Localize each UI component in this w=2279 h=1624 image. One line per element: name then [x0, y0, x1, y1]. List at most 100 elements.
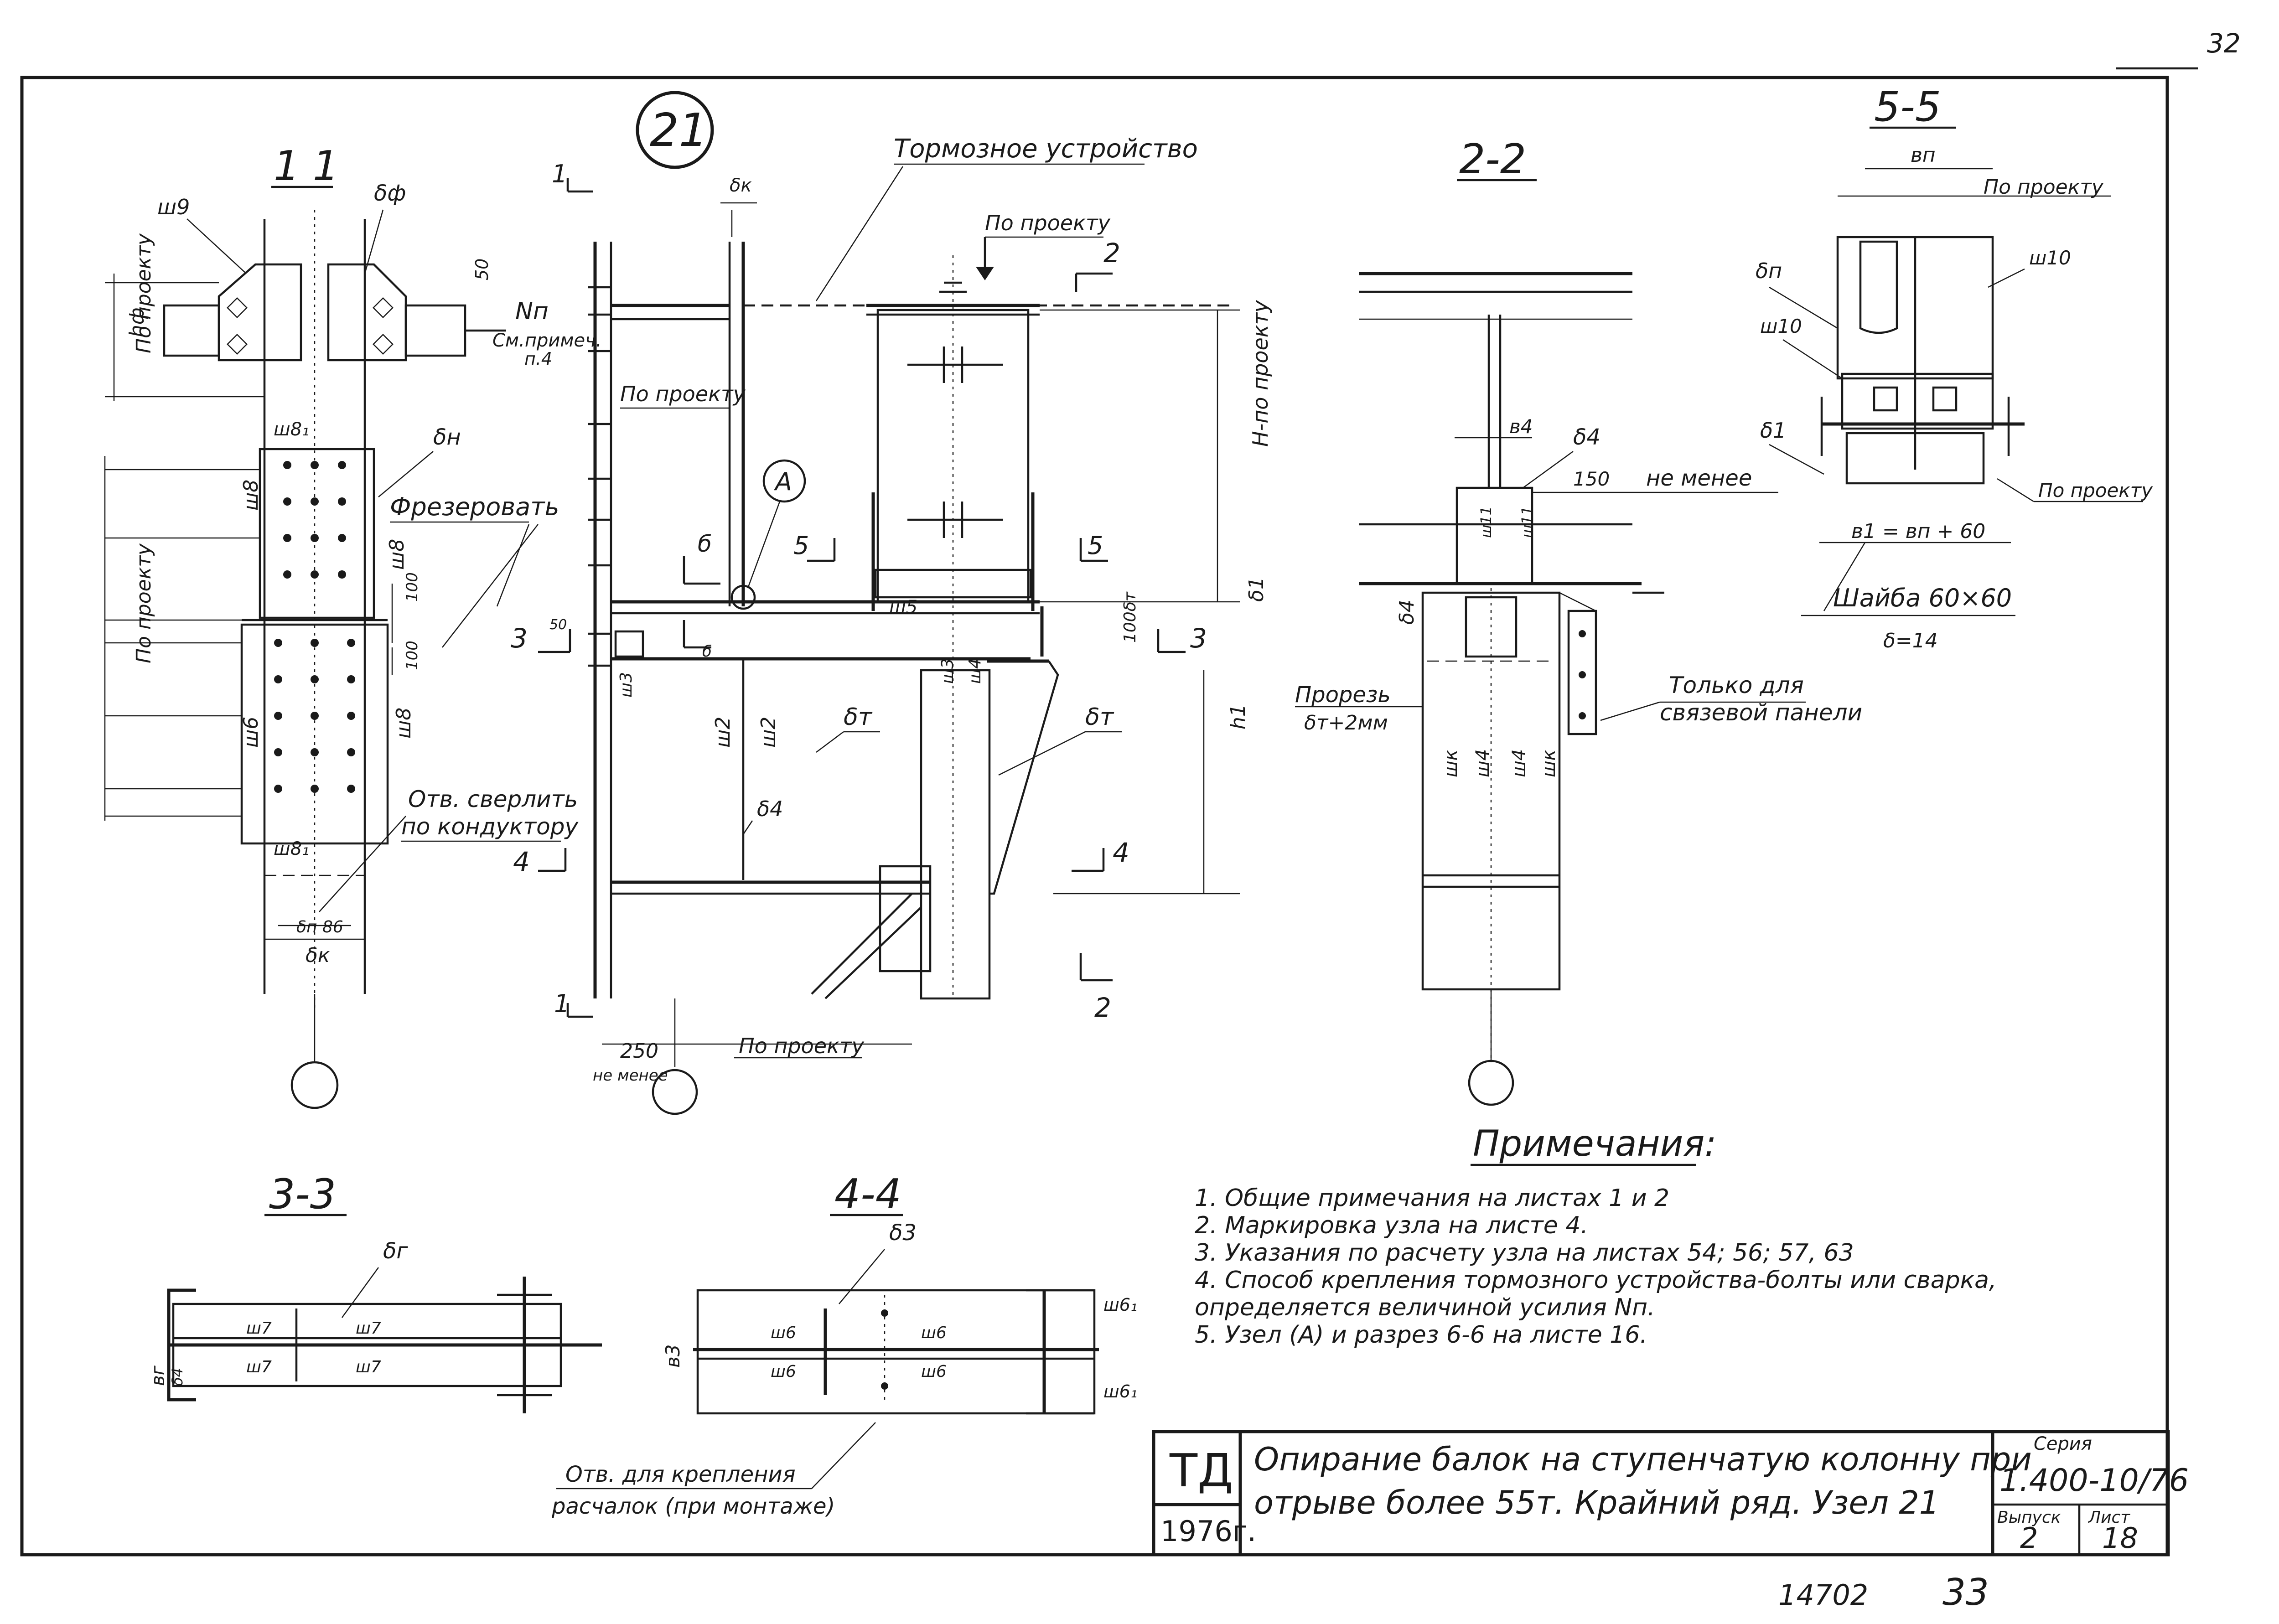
label-sm-primech: См.примеч. [492, 330, 602, 351]
series-value: 1.400-10/76 [1999, 1463, 2189, 1499]
label-sh7-b: ш7 [356, 1319, 381, 1338]
section-5-5-title: 5-5 [1874, 83, 1941, 131]
bolt-grid-upper [283, 461, 346, 579]
label-ne-menee: не менее [1646, 465, 1752, 491]
label-d1-55: δ1 [1760, 418, 1786, 443]
sheet-value: 18 [2102, 1521, 2138, 1555]
node-circle [636, 91, 714, 169]
label-sh6-1-b: ш6₁ [1103, 1381, 1137, 1402]
label-sh6-b: ш6 [921, 1324, 947, 1342]
section-3-3-title: 3-3 [269, 1170, 336, 1218]
label-sh10-a: ш10 [2029, 247, 2071, 269]
label-sh2-b: ш2 [757, 717, 780, 748]
label-po-proektu-55b: По проекту [2038, 479, 2153, 502]
label-tolko-dlya: Только для [1669, 672, 1804, 698]
label-sh7-c: ш7 [246, 1358, 272, 1376]
label-100-b: 100 [403, 641, 421, 670]
label-h-po-proektu: Н-по проекту [1248, 300, 1273, 447]
label-sh6: ш6 [239, 717, 263, 748]
label-svyaz-panel: связевой панели [1660, 699, 1862, 726]
title-block: ТД 1976г. Опирание балок на ступенчатую … [1152, 1430, 2189, 1557]
note-5: 5. Узел (А) и разрез 6-6 на листе 16. [1195, 1321, 1647, 1349]
label-5-right: 5 [1088, 531, 1103, 560]
label-50: 50 [472, 259, 492, 280]
label-otv-dlya: Отв. для крепления [565, 1462, 796, 1487]
label-2-bottom: 2 [1094, 992, 1111, 1023]
section-4-4: 4-4 δ3 ш6 ш6 ш6 ш6 в3 ш6₁ ш6₁ Отв. для к… [551, 1170, 1137, 1519]
title-line-2: отрыве более 55т. Крайний ряд. Узел 21 [1254, 1484, 1939, 1521]
label-hf: hф [125, 307, 149, 337]
label-sh8-left: ш8 [239, 480, 263, 511]
label-po-proektu-v1: По проекту [132, 233, 155, 353]
label-sh2-a: ш2 [711, 717, 735, 748]
label-sh1: ш3 [617, 672, 636, 698]
title-code: ТД [1169, 1444, 1233, 1497]
issue-label: Выпуск [1997, 1508, 2061, 1527]
footer-inv: 14702 [1778, 1578, 1868, 1612]
label-raschalok: расчалок (при монтаже) [551, 1494, 835, 1519]
label-po-proektu-elev: По проекту [620, 382, 746, 406]
label-b1-formula: в1 = вп + 60 [1851, 520, 1985, 543]
note-4: 4. Способ крепления тормозного устройств… [1195, 1267, 1996, 1294]
label-ne-menee-small: не менее [593, 1066, 668, 1085]
detail-a-marker [762, 459, 806, 503]
bolt-grid-lower [274, 639, 355, 793]
label-sh9: ш9 [157, 195, 190, 219]
label-150: 150 [1573, 468, 1610, 490]
label-3-left: 3 [511, 623, 528, 654]
label-sh8-right: ш8 [385, 539, 409, 570]
label-frezerovat: Фрезеровать [390, 492, 559, 521]
label-h1: h1 [1227, 704, 1250, 729]
label-df: δф [374, 181, 406, 206]
label-250: 250 [620, 1040, 658, 1063]
section-2-2-title: 2-2 [1459, 135, 1526, 183]
label-sh10-b: ш10 [1760, 315, 1802, 337]
label-mark-a: А [774, 467, 792, 496]
note-4b: определяется величиной усилия Nп. [1195, 1294, 1655, 1321]
label-po-proektu-top: По проекту [985, 211, 1111, 235]
label-sh6-c: ш6 [771, 1362, 796, 1381]
label-dn: δн [433, 424, 461, 450]
label-2-top: 2 [1103, 238, 1120, 269]
section-4-4-title: 4-4 [834, 1170, 901, 1218]
label-d3: δ3 [889, 1220, 917, 1246]
node-number: 21 [650, 103, 708, 157]
label-dt-2: δт [1085, 703, 1114, 731]
label-6-top: б [698, 531, 712, 557]
label-dk-2: δк [730, 175, 752, 196]
label-shaiba: Шайба 60×60 [1833, 584, 2012, 612]
label-5-left: 5 [793, 531, 809, 560]
label-dp-55: δп [1756, 259, 1782, 283]
label-sh6-a: ш6 [771, 1324, 796, 1342]
label-delta1-elev: δ1 [1245, 577, 1268, 602]
page-number: 32 [2207, 28, 2241, 59]
label-sh4: ш4 [966, 658, 984, 684]
label-np: Nп [515, 298, 549, 325]
label-100-a: 100 [403, 572, 421, 602]
notes-block: Примечания: 1. Общие примечания на листа… [1195, 1123, 1996, 1349]
label-50-step: 50 [549, 617, 567, 633]
label-4-right: 4 [1113, 837, 1129, 868]
sheet-label: Лист [2087, 1508, 2130, 1527]
footer-page: 33 [1942, 1571, 1989, 1614]
label-d4-33: δ4 [169, 1368, 186, 1386]
section-2-2: 2-2 ш11 ш11 шк ш4 ш4 шк Только для связе… [1295, 135, 1862, 1106]
label-sh7-a: ш7 [246, 1319, 272, 1338]
label-otv-sverlit: Отв. сверлить [408, 786, 578, 812]
label-sh4-a: ш4 [1472, 749, 1493, 777]
label-b3: в3 [662, 1345, 684, 1368]
title-line-1: Опирание балок на ступенчатую колонну пр… [1254, 1441, 2032, 1478]
label-sh6-d: ш6 [921, 1362, 947, 1381]
label-po-konduktoru: по кондуктору [401, 813, 579, 840]
label-d4-22: δ4 [1573, 424, 1600, 450]
sheet-frame [20, 76, 2169, 1557]
label-po-proektu-v2: По проекту [132, 543, 155, 663]
label-sh3: ш3 [938, 658, 957, 684]
label-bp-top: вп [1911, 144, 1936, 167]
label-4-left: 4 [513, 846, 530, 877]
label-dt-1: δт [844, 703, 873, 731]
note-2: 2. Маркировка узла на листе 4. [1195, 1212, 1588, 1239]
label-tormoznoe: Тормозное устройство [894, 134, 1198, 164]
label-shk-b: шк [1538, 750, 1559, 777]
